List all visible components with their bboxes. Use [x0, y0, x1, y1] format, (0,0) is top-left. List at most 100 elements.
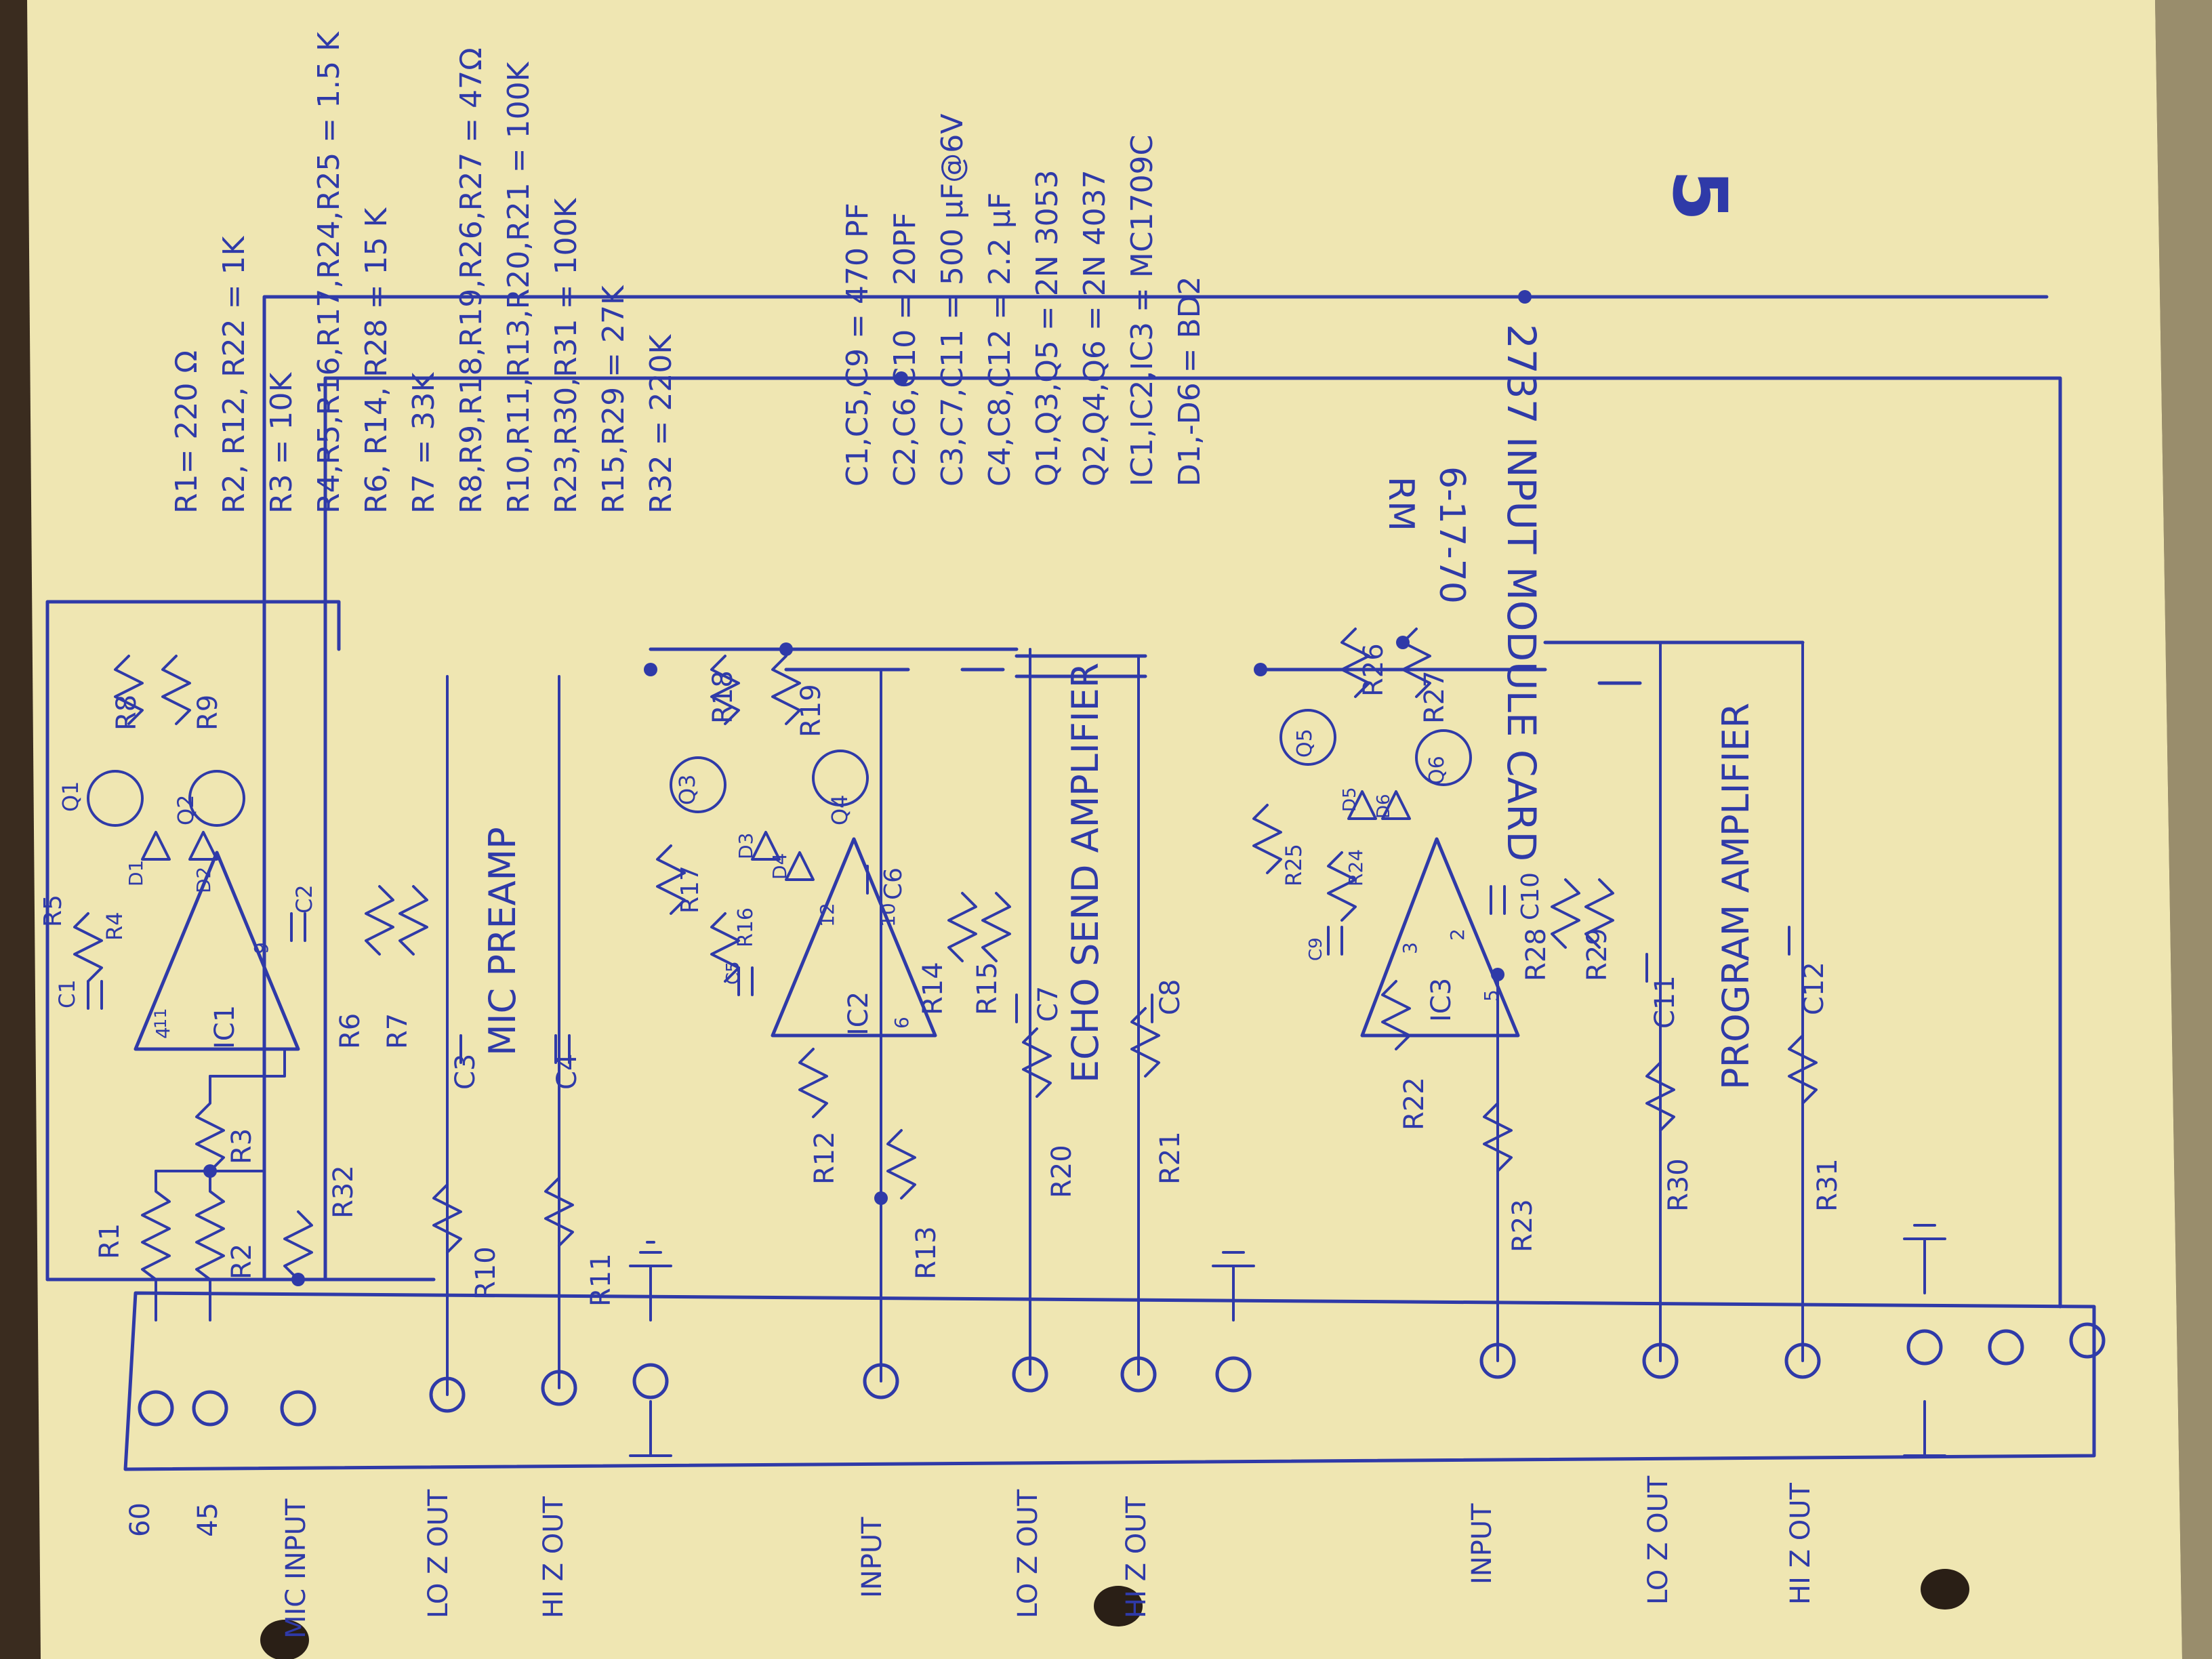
part-value-line: IC1,IC2,IC3 = MC1709C — [1125, 135, 1160, 487]
label-r1: R1 — [94, 1223, 125, 1259]
binder-hole — [260, 1620, 309, 1659]
label-d1: D1 — [125, 860, 147, 886]
mic-preamp-stage: MIC PREAMP R1 R2 R3 R32 IC1 4 11 9 — [39, 295, 2062, 1396]
label-r8: R8 — [111, 695, 142, 731]
pin-label-45: 45 — [192, 1502, 224, 1537]
label-d4: D4 — [769, 853, 791, 880]
label-q3: Q3 — [674, 774, 700, 805]
label-r5: R5 — [39, 895, 67, 927]
connector-pin — [280, 1390, 316, 1427]
part-value-line: R15,R29 = 27K — [596, 285, 631, 514]
ground-symbol — [629, 1224, 1946, 1457]
label-c10: C10 — [1517, 872, 1544, 920]
label-r2: R2 — [226, 1244, 258, 1279]
label-r27: R27 — [1419, 670, 1450, 724]
pin-number: 12 — [816, 903, 838, 927]
junction-dots — [644, 290, 1532, 1205]
pin-label-mic-input: MIC INPUT — [281, 1498, 312, 1639]
label-r9: R9 — [192, 695, 224, 731]
label-q1: Q1 — [58, 781, 83, 812]
label-ic2: IC2 — [843, 991, 874, 1036]
label-c7: C7 — [1033, 986, 1064, 1022]
label-c1: C1 — [54, 979, 80, 1008]
resistor-values: R1= 220 Ω R2, R12, R22 = 1K R3 = 10K R4,… — [169, 31, 678, 514]
section-label-program: PROGRAM AMPLIFIER — [1715, 703, 1757, 1090]
part-value-line: D1,-D6 = BD2 — [1172, 276, 1207, 487]
pin-label-lo-z-out: LO Z OUT — [1643, 1475, 1674, 1605]
label-c2: C2 — [291, 884, 317, 914]
paper-sheet — [27, 0, 2182, 1659]
label-r21: R21 — [1155, 1131, 1186, 1185]
section-label-echo-send: ECHO SEND AMPLIFIER — [1064, 663, 1107, 1083]
label-r22: R22 — [1399, 1077, 1430, 1130]
label-r31: R31 — [1812, 1158, 1843, 1212]
part-value-line: R8,R9,R18,R19,R26,R27 = 47Ω — [454, 47, 489, 514]
label-r6: R6 — [335, 1013, 366, 1049]
label-r4: R4 — [102, 912, 127, 941]
part-value-line: R6, R14, R28 = 15 K — [359, 207, 394, 514]
label-r11: R11 — [586, 1253, 617, 1307]
pin-label-hi-z-out: HI Z OUT — [1121, 1496, 1152, 1618]
label-r24: R24 — [1345, 849, 1367, 886]
echo-send-stage: ECHO SEND AMPLIFIER IC2 10 12 6 R12 R13 … — [649, 647, 1186, 1382]
part-value-line: R1= 220 Ω — [169, 350, 204, 514]
connector-pin — [1988, 1329, 2024, 1366]
connector-pin — [192, 1390, 228, 1427]
part-value-line: R3 = 10K — [264, 372, 299, 514]
binder-hole — [1921, 1569, 1969, 1610]
label-c11: C11 — [1650, 975, 1681, 1029]
part-value-line: R23,R30,R31 = 100K — [549, 198, 583, 514]
pin-label-hi-z-out: HI Z OUT — [538, 1496, 569, 1618]
pin-number: 9 — [250, 942, 272, 954]
pin-number: 11 — [151, 1008, 170, 1029]
label-q4: Q4 — [827, 794, 853, 825]
connector-pin — [138, 1390, 174, 1427]
part-value-line: C3,C7,C11 = 500 μF@6V — [935, 114, 970, 487]
label-d6: D6 — [1374, 794, 1394, 819]
label-c9: C9 — [1306, 937, 1326, 961]
binder-hole — [1094, 1586, 1143, 1626]
label-ic1: IC1 — [209, 1005, 241, 1049]
label-c6: C6 — [880, 867, 907, 900]
label-q6: Q6 — [1425, 756, 1449, 785]
label-r10: R10 — [470, 1246, 501, 1300]
pin-number: 2 — [1446, 928, 1469, 941]
part-value-line: Q1,Q3,Q5 = 2N 3053 — [1030, 169, 1065, 487]
program-amplifier-stage: PROGRAM AMPLIFIER IC3 5 3 2 R22 R23 R24 … — [1252, 628, 1843, 1362]
label-r29: R29 — [1582, 928, 1613, 981]
part-value-line: R4,R5,R16,R17,R24,R25 = 1.5 K — [312, 31, 346, 514]
label-c4: C4 — [552, 1054, 583, 1090]
label-q5: Q5 — [1293, 729, 1317, 758]
label-r30: R30 — [1663, 1158, 1694, 1212]
connector-pin — [632, 1363, 669, 1399]
label-r14: R14 — [918, 962, 949, 1015]
drawing-date: 6-17-70 — [1431, 466, 1472, 604]
pin-label-input: INPUT — [857, 1517, 888, 1598]
label-r15: R15 — [972, 962, 1003, 1015]
label-d3: D3 — [735, 833, 757, 859]
connector-pin — [2069, 1322, 2106, 1359]
pin-label-hi-z-out: HI Z OUT — [1785, 1483, 1816, 1605]
pin-number: 4 — [152, 1027, 174, 1039]
pin-label-lo-z-out: LO Z OUT — [423, 1489, 454, 1618]
connector-pin — [1215, 1356, 1252, 1393]
label-d2: D2 — [192, 867, 215, 893]
pin-number: 3 — [1399, 942, 1421, 954]
pin-label-lo-z-out: LO Z OUT — [1012, 1489, 1044, 1618]
label-d5: D5 — [1340, 787, 1360, 812]
other-part-values: C1,C5,C9 = 470 PF C2,C6,C10 = 20PF C3,C7… — [840, 114, 1207, 487]
part-value-line: R2, R12, R22 = 1K — [217, 236, 251, 514]
part-value-line: Q2,Q4,Q6 = 2N 4037 — [1078, 169, 1112, 487]
label-r13: R13 — [911, 1226, 942, 1279]
part-value-line: C1,C5,C9 = 470 PF — [840, 203, 875, 487]
edge-connector — [123, 1291, 2106, 1471]
label-r20: R20 — [1046, 1145, 1078, 1198]
label-ic3: IC3 — [1426, 978, 1457, 1022]
connector-pin — [1906, 1329, 1943, 1366]
label-r3: R3 — [226, 1128, 258, 1164]
pin-label-60: 60 — [125, 1502, 156, 1537]
label-r25: R25 — [1281, 844, 1307, 886]
pin-label-input: INPUT — [1467, 1503, 1498, 1584]
label-r7: R7 — [382, 1013, 413, 1049]
label-c3: C3 — [450, 1054, 481, 1090]
